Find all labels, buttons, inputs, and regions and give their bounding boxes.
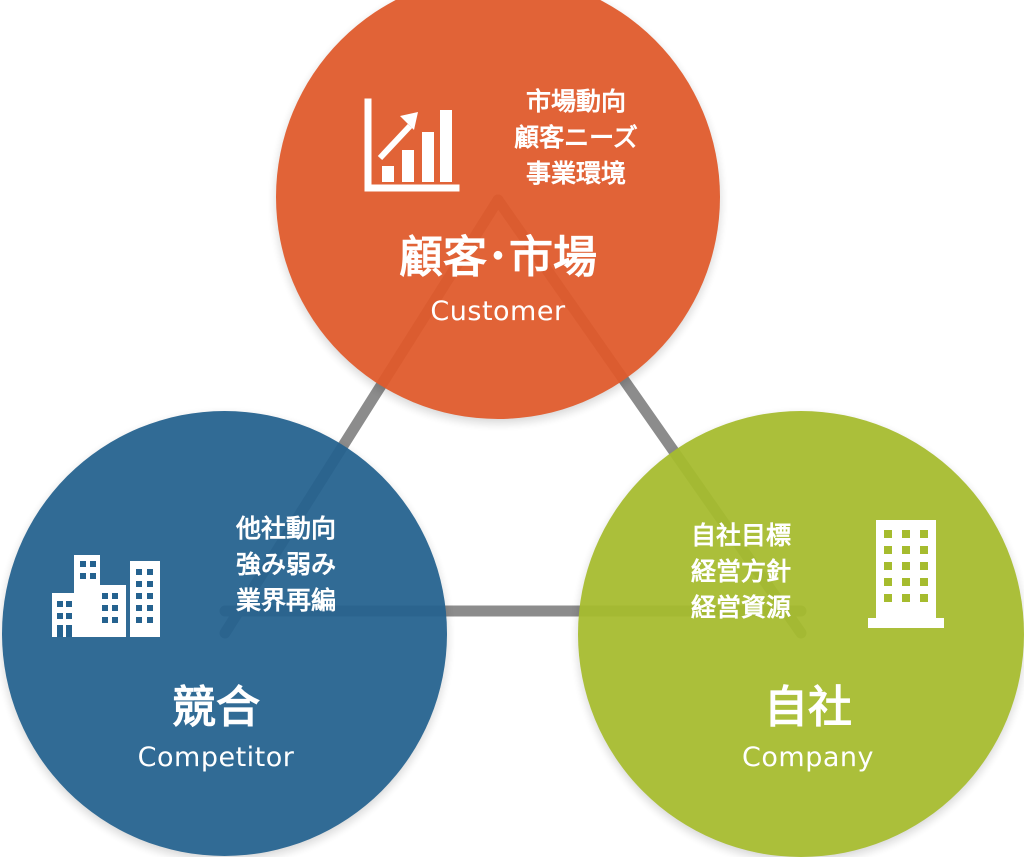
company-subtitle: Company <box>742 742 874 773</box>
competitor-item: 強み弱み <box>235 550 336 579</box>
customer-item: 顧客ニーズ <box>514 123 638 152</box>
customer-subtitle: Customer <box>430 296 566 327</box>
customer-circle <box>276 0 720 419</box>
city-buildings-icon <box>52 555 160 637</box>
company-item: 経営資源 <box>690 593 791 622</box>
competitor-item: 他社動向 <box>235 514 336 543</box>
customer-items: 市場動向 顧客ニーズ 事業環境 <box>490 84 662 192</box>
company-title: 自社 <box>764 682 852 733</box>
customer-title: 顧客･市場 <box>399 232 597 283</box>
company-item: 経営方針 <box>690 557 791 586</box>
competitor-subtitle: Competitor <box>137 742 295 773</box>
competitor-item: 業界再編 <box>235 586 336 615</box>
office-building-icon <box>868 520 944 628</box>
competitor-items: 他社動向 強み弱み 業界再編 <box>206 511 366 619</box>
company-circle <box>578 411 1024 857</box>
customer-item: 事業環境 <box>525 159 626 188</box>
competitor-title: 競合 <box>172 682 260 733</box>
company-item: 自社目標 <box>690 521 791 550</box>
company-items: 自社目標 経営方針 経営資源 <box>660 518 822 626</box>
bar-chart-icon <box>364 98 460 192</box>
customer-item: 市場動向 <box>525 87 626 116</box>
